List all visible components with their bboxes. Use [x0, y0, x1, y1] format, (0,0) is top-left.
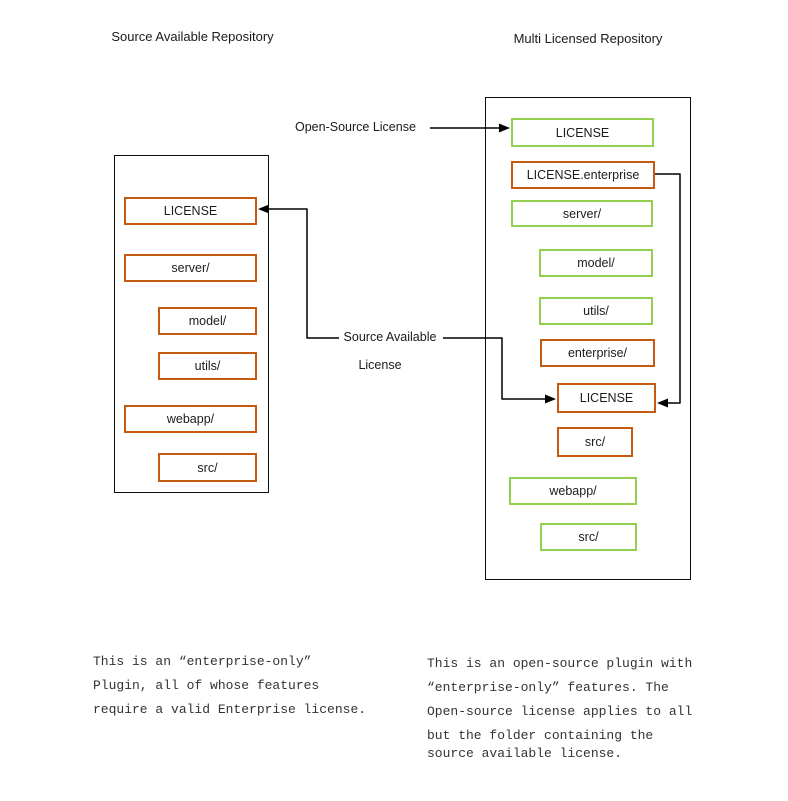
note-line: but the folder containing the: [427, 728, 654, 743]
note-line: require a valid Enterprise license.: [93, 702, 367, 717]
source-available-label-line1: Source Available: [343, 330, 437, 344]
right-repo-title: Multi Licensed Repository: [513, 31, 663, 46]
left-repo-note: This is an “enterprise-only” Plugin, all…: [93, 650, 366, 722]
right-license-inner-file: LICENSE: [557, 383, 656, 413]
right-src-enterprise-folder: src/: [557, 427, 633, 457]
left-utils-folder: utils/: [158, 352, 257, 380]
left-server-folder: server/: [124, 254, 257, 282]
left-src-folder: src/: [158, 453, 257, 482]
note-line: source available license.: [427, 746, 623, 761]
open-source-license-label: Open-Source License: [295, 120, 416, 134]
right-src-webapp-folder: src/: [540, 523, 637, 551]
note-line: Open-source license applies to all: [427, 704, 693, 719]
note-line: “enterprise-only” features. The: [427, 680, 669, 695]
right-model-folder: model/: [539, 249, 653, 277]
left-webapp-folder: webapp/: [124, 405, 257, 433]
left-repo-title: Source Available Repository: [111, 29, 274, 44]
note-line: Plugin, all of whose features: [93, 678, 320, 693]
left-model-folder: model/: [158, 307, 257, 335]
left-license-file: LICENSE: [124, 197, 257, 225]
right-server-folder: server/: [511, 200, 653, 227]
arrow-source-available-to-left-license: [258, 204, 339, 339]
right-repo-note: This is an open-source plugin with “ente…: [427, 652, 692, 766]
note-line: This is an open-source plugin with: [427, 656, 693, 671]
right-utils-folder: utils/: [539, 297, 653, 325]
right-enterprise-folder: enterprise/: [540, 339, 655, 367]
note-line: This is an “enterprise-only”: [93, 654, 312, 669]
right-license-root-file: LICENSE: [511, 118, 654, 147]
source-available-label-line2: License: [358, 358, 402, 372]
right-webapp-folder: webapp/: [509, 477, 637, 505]
right-license-enterprise-file: LICENSE.enterprise: [511, 161, 655, 189]
